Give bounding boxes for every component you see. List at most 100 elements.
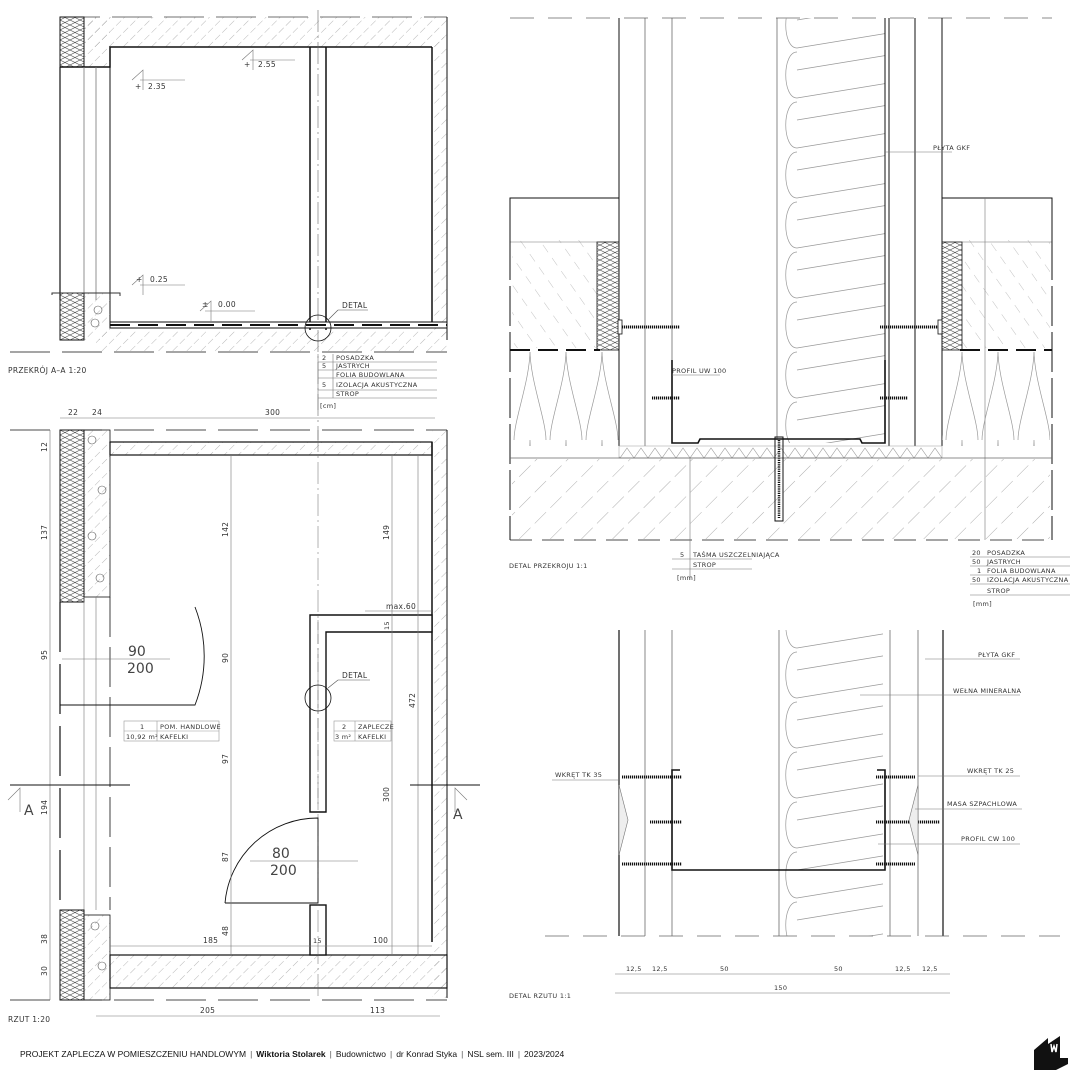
svg-text:2: 2 xyxy=(342,723,346,731)
project-title: PROJEKT ZAPLECZA W POMIESZCZENIU HANDLOW… xyxy=(20,1049,247,1059)
svg-text:IZOLACJA AKUSTYCZNA: IZOLACJA AKUSTYCZNA xyxy=(336,381,418,389)
svg-text:FOLIA BUDOWLANA: FOLIA BUDOWLANA xyxy=(987,567,1056,575)
field: Budownictwo xyxy=(335,1049,386,1059)
tape-layer-table: 5 TAŚMA USZCZELNIAJĄCA STROP [mm] xyxy=(672,550,780,582)
svg-text:50: 50 xyxy=(972,558,981,566)
svg-text:300: 300 xyxy=(382,787,391,802)
svg-text:WKRĘT TK 35: WKRĘT TK 35 xyxy=(555,771,602,779)
svg-text:WEŁNA MINERALNA: WEŁNA MINERALNA xyxy=(953,687,1021,695)
svg-text:113: 113 xyxy=(370,1006,385,1015)
floor-plan-drawing: 22 24 300 90 200 xyxy=(7,408,480,1024)
svg-text:+: + xyxy=(136,275,143,284)
svg-text:POSADZKA: POSADZKA xyxy=(987,549,1025,557)
svg-text:15: 15 xyxy=(313,937,322,945)
door1-height: 200 xyxy=(127,661,154,677)
svg-text:150: 150 xyxy=(774,984,787,992)
section-aa-layer-table: 2 POSADZKA 5 JASTRYCH FOLIA BUDOWLANA 5 … xyxy=(317,354,437,410)
svg-text:IZOLACJA AKUSTYCZNA: IZOLACJA AKUSTYCZNA xyxy=(987,576,1069,584)
svg-text:95: 95 xyxy=(40,650,49,660)
svg-text:185: 185 xyxy=(203,936,218,945)
svg-text:3 m²: 3 m² xyxy=(335,733,351,741)
level-marker: 0.25 + xyxy=(131,274,185,295)
svg-text:2.35: 2.35 xyxy=(148,82,166,91)
svg-text:149: 149 xyxy=(382,525,391,540)
svg-text:5: 5 xyxy=(322,381,326,389)
room-tag-2: 2 ZAPLECZE 3 m² KAFELKI xyxy=(333,720,394,742)
section-marker-left: A xyxy=(24,803,34,819)
svg-text:JASTRYCH: JASTRYCH xyxy=(335,362,370,370)
door2-width: 80 xyxy=(272,846,290,862)
svg-text:WKRĘT TK 25: WKRĘT TK 25 xyxy=(967,767,1014,775)
svg-text:100: 100 xyxy=(373,936,388,945)
detail-plan-drawing: PŁYTA GKF WEŁNA MINERALNA WKRĘT TK 35 WK… xyxy=(509,630,1060,1000)
svg-text:24: 24 xyxy=(92,408,102,417)
svg-text:194: 194 xyxy=(40,800,49,815)
svg-text:5: 5 xyxy=(680,551,684,559)
svg-text:5: 5 xyxy=(322,362,326,370)
svg-text:1: 1 xyxy=(977,567,981,575)
svg-text:50: 50 xyxy=(972,576,981,584)
detail-section-profile-label: PROFIL UW 100 xyxy=(672,367,726,375)
title-block: PROJEKT ZAPLECZA W POMIESZCZENIU HANDLOW… xyxy=(20,1049,565,1059)
svg-text:48: 48 xyxy=(221,926,230,936)
svg-text:max.60: max.60 xyxy=(386,602,416,611)
svg-text:FOLIA BUDOWLANA: FOLIA BUDOWLANA xyxy=(336,371,405,379)
svg-text:10,92 m²: 10,92 m² xyxy=(126,733,158,741)
svg-text:0.00: 0.00 xyxy=(218,300,236,309)
svg-text:30: 30 xyxy=(40,966,49,976)
section-aa-detail-label: DETAL xyxy=(342,301,368,310)
level-marker: 0.00 ± xyxy=(199,300,255,321)
detail-plan-title: DETAL RZUTU 1:1 xyxy=(509,992,571,1000)
svg-text:15: 15 xyxy=(383,621,391,630)
svg-text:POSADZKA: POSADZKA xyxy=(336,354,374,362)
svg-text:12,5: 12,5 xyxy=(652,965,668,973)
section-aa-title: PRZEKRÓJ A–A 1:20 xyxy=(8,366,87,375)
svg-text:PROFIL CW 100: PROFIL CW 100 xyxy=(961,835,1015,843)
floor-layer-table: 20 POSADZKA 50 JASTRYCH 1 FOLIA BUDOWLAN… xyxy=(970,549,1070,608)
room-tag-1: 1 POM. HANDLOWE 10,92 m² KAFELKI xyxy=(123,720,221,742)
plan-detail-label: DETAL xyxy=(342,671,368,680)
svg-text:142: 142 xyxy=(221,522,230,537)
svg-text:STROP: STROP xyxy=(693,561,716,569)
university-logo-icon xyxy=(1034,1036,1068,1070)
svg-text:[cm]: [cm] xyxy=(320,402,336,410)
detail-section-title: DETAL PRZEKROJU 1:1 xyxy=(509,562,588,570)
svg-text:TAŚMA USZCZELNIAJĄCA: TAŚMA USZCZELNIAJĄCA xyxy=(692,550,780,559)
svg-text:+: + xyxy=(135,82,142,91)
svg-text:38: 38 xyxy=(40,934,49,944)
svg-text:205: 205 xyxy=(200,1006,215,1015)
svg-text:87: 87 xyxy=(221,852,230,862)
svg-text:50: 50 xyxy=(720,965,729,973)
svg-text:300: 300 xyxy=(265,408,280,417)
svg-text:±: ± xyxy=(202,300,209,309)
author: Wiktoria Stolarek xyxy=(256,1049,326,1059)
svg-text:12,5: 12,5 xyxy=(895,965,911,973)
supervisor: dr Konrad Styka xyxy=(396,1049,458,1059)
svg-text:2.55: 2.55 xyxy=(258,60,276,69)
svg-text:ZAPLECZE: ZAPLECZE xyxy=(358,723,394,731)
svg-text:2: 2 xyxy=(322,354,326,362)
svg-text:PŁYTA GKF: PŁYTA GKF xyxy=(978,651,1015,659)
svg-text:472: 472 xyxy=(408,693,417,708)
svg-text:1: 1 xyxy=(140,723,144,731)
level-marker: 2.55 + xyxy=(241,49,295,70)
svg-text:KAFELKI: KAFELKI xyxy=(160,733,188,741)
svg-text:12,5: 12,5 xyxy=(626,965,642,973)
svg-text:KAFELKI: KAFELKI xyxy=(358,733,386,741)
detail-section-board-label: PŁYTA GKF xyxy=(933,144,970,152)
course: NSL sem. III xyxy=(467,1049,514,1059)
svg-text:90: 90 xyxy=(221,653,230,663)
svg-text:POM. HANDLOWE: POM. HANDLOWE xyxy=(160,723,221,731)
level-marker: 2.35 + xyxy=(131,69,185,91)
svg-text:STROP: STROP xyxy=(336,390,359,398)
svg-text:50: 50 xyxy=(834,965,843,973)
svg-text:MASA SZPACHLOWA: MASA SZPACHLOWA xyxy=(947,800,1017,808)
svg-text:97: 97 xyxy=(221,754,230,764)
svg-text:137: 137 xyxy=(40,525,49,540)
door1-width: 90 xyxy=(128,644,146,660)
section-aa-drawing: DETAL 2.55 + 2.35 + 0.25 + 0.00 ± PRZEKR… xyxy=(8,10,448,440)
year: 2023/2024 xyxy=(524,1049,565,1059)
svg-text:+: + xyxy=(244,60,251,69)
plan-title: RZUT 1:20 xyxy=(8,1015,50,1024)
